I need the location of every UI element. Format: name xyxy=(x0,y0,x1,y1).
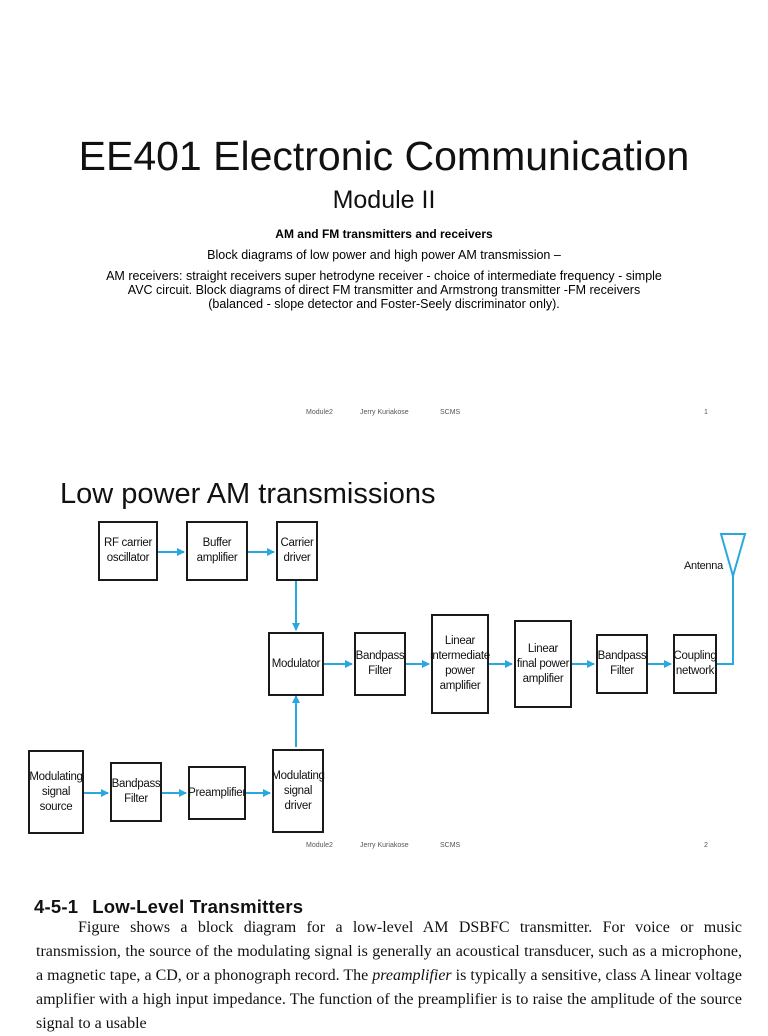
antenna-label: Antenna xyxy=(684,560,723,572)
linear-intermediate-power-amplifier-block: Linear intermediate power amplifier xyxy=(430,614,490,714)
footer-org: SCMS xyxy=(440,842,461,849)
modulator-block: Modulator xyxy=(268,632,324,696)
footer-module: Module2 xyxy=(306,409,333,416)
footer-page-number: 2 xyxy=(704,842,708,849)
slide-subtitle: AM and FM transmitters and receivers xyxy=(275,227,493,241)
carrier-driver-block: Carrier driver xyxy=(276,521,318,581)
footer-module: Module2 xyxy=(306,842,333,849)
coupling-network-block: Coupling network xyxy=(673,634,717,694)
antenna-feed-line xyxy=(717,575,734,665)
slide-1: EE401 Electronic Communication Module II… xyxy=(0,0,768,438)
rf-carrier-oscillator-block: RF carrier oscillator xyxy=(98,521,158,581)
footer-org: SCMS xyxy=(440,409,461,416)
bandpass-filter-block: Bandpass Filter xyxy=(354,632,406,696)
section-title: Low-Level Transmitters xyxy=(92,896,304,917)
footer-page-number: 1 xyxy=(704,409,708,416)
modulating-signal-source-block: Modulating signal source xyxy=(28,750,84,834)
bandpass-filter-block: Bandpass Filter xyxy=(110,762,162,822)
slide-title: Low power AM transmissions xyxy=(60,478,436,510)
footer-author: Jerry Kuriakose xyxy=(360,409,409,416)
section-heading: 4-5-1 Low-Level Transmitters xyxy=(34,896,303,918)
section-number: 4-5-1 xyxy=(34,896,79,917)
footer-author: Jerry Kuriakose xyxy=(360,842,409,849)
slide-title: EE401 Electronic Communication xyxy=(78,133,690,179)
syllabus-line: Block diagrams of low power and high pow… xyxy=(207,248,561,262)
buffer-amplifier-block: Buffer amplifier xyxy=(186,521,248,581)
preamplifier-block: Preamplifier xyxy=(188,766,246,820)
module-heading: Module II xyxy=(332,186,436,214)
linear-final-power-amplifier-block: Linear final power amplifier xyxy=(514,620,572,708)
slide-3 xyxy=(0,866,768,1024)
antenna-icon xyxy=(719,533,747,580)
bandpass-filter-block: Bandpass Filter xyxy=(596,634,648,694)
body-text: Figure shows a block diagram for a low-l… xyxy=(36,919,742,1032)
syllabus-paragraph: AM receivers: straight receivers super h… xyxy=(106,269,662,311)
modulating-signal-driver-block: Modulating signal driver xyxy=(271,749,325,833)
